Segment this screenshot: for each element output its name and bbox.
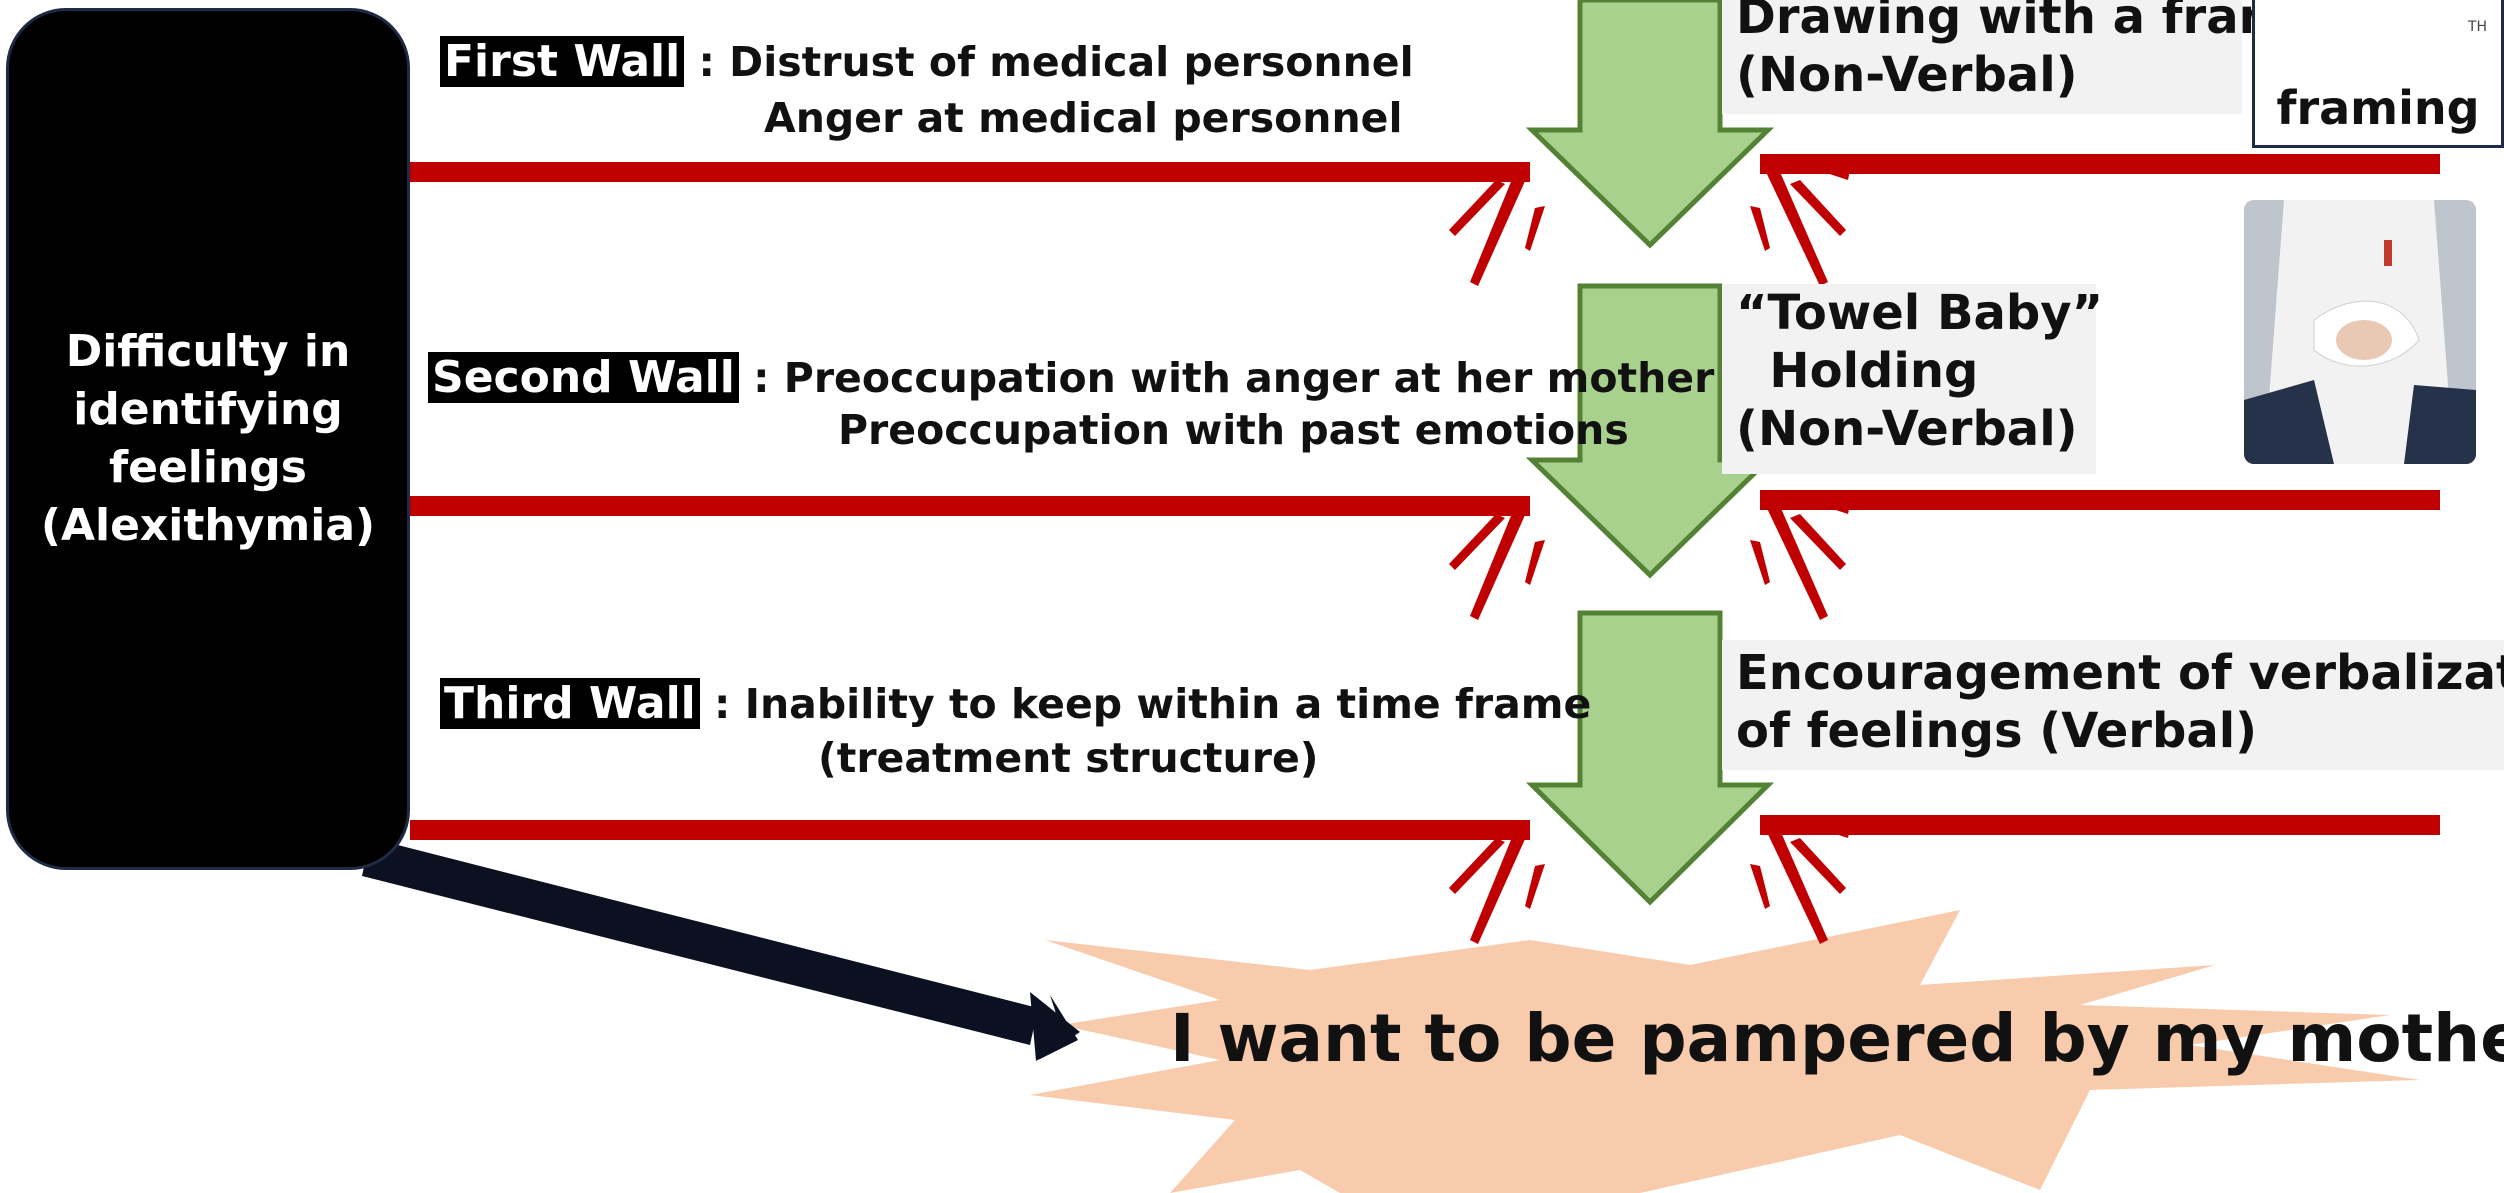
second-wall-separator: : bbox=[738, 354, 784, 402]
second-intervention-arrow bbox=[1525, 283, 1775, 579]
crack-mark bbox=[1448, 500, 1492, 514]
crack-mark bbox=[1790, 180, 1846, 236]
second-wall-obstacle-2: Preoccupation with past emotions bbox=[838, 406, 1629, 454]
crack-mark bbox=[1448, 824, 1492, 838]
crack-mark bbox=[1790, 838, 1846, 894]
first-wall-separator: : bbox=[684, 38, 730, 86]
first-wall-title-row: First Wall : Distrust of medical personn… bbox=[440, 36, 1414, 88]
framing-initials: TH bbox=[2467, 19, 2487, 35]
third-intervention-line: Encouragement of verbalization bbox=[1736, 645, 2504, 701]
outcome-burst bbox=[1030, 910, 2420, 1193]
alexithymia-line: (Alexithymia) bbox=[40, 500, 376, 551]
third-wall-obstacle-2: (treatment structure) bbox=[818, 734, 1319, 782]
crack-mark bbox=[1525, 206, 1545, 251]
crack-mark bbox=[1525, 864, 1545, 909]
alexithymia-to-outcome-arrow bbox=[362, 838, 1080, 1061]
second-wall-right-line bbox=[1760, 490, 2440, 510]
framing-image-box: TH framing bbox=[2252, 0, 2504, 148]
crack-mark bbox=[1449, 838, 1505, 894]
third-intervention-box: Encouragement of verbalization of feelin… bbox=[1722, 640, 2504, 770]
crack-mark bbox=[1449, 514, 1505, 570]
crack-mark bbox=[1525, 540, 1545, 585]
crack-mark bbox=[1750, 540, 1770, 585]
towel-baby-photo bbox=[2244, 200, 2476, 464]
crack-mark bbox=[1805, 824, 1850, 838]
crack-mark bbox=[1750, 864, 1770, 909]
third-intervention-arrow bbox=[1525, 610, 1775, 906]
alexithymia-line: Difficulty in bbox=[65, 326, 351, 377]
crack-mark bbox=[1470, 828, 1530, 944]
crack-mark bbox=[1765, 170, 1828, 286]
crack-mark bbox=[1805, 500, 1850, 514]
intervention-arrows bbox=[1525, 0, 1775, 906]
wall-lines bbox=[410, 154, 2440, 840]
first-wall-obstacle-1: Distrust of medical personnel bbox=[729, 38, 1414, 86]
first-wall-right-line bbox=[1760, 154, 2440, 174]
first-intervention-box: Drawing with a frame (Non-Verbal) bbox=[1722, 0, 2322, 114]
crack-mark bbox=[1765, 828, 1828, 944]
first-intervention-line: (Non-Verbal) bbox=[1736, 47, 2078, 103]
first-intervention-arrow bbox=[1525, 0, 1775, 249]
alexithymia-line: feelings bbox=[108, 442, 307, 493]
first-wall-obstacle-2: Anger at medical personnel bbox=[764, 94, 1403, 142]
third-wall-right-line bbox=[1760, 815, 2440, 835]
wall-crack-marks bbox=[1448, 166, 1850, 944]
crack-mark bbox=[1470, 170, 1530, 286]
alexithymia-box: Difficulty in identifying feelings (Alex… bbox=[6, 8, 410, 870]
third-wall-tag: Third Wall bbox=[440, 678, 700, 729]
second-wall-obstacle-1: Preoccupation with anger at her mother bbox=[783, 354, 1715, 402]
first-wall-left-line bbox=[410, 162, 1530, 182]
outcome-text: I want to be pampered by my mother. bbox=[1170, 1000, 2504, 1077]
third-wall-title-row: Third Wall : Inability to keep within a … bbox=[440, 678, 1591, 730]
third-wall-left-line bbox=[410, 820, 1530, 840]
second-intervention-line: (Non-Verbal) bbox=[1736, 401, 2078, 457]
alexithymia-text: Difficulty in identifying feelings (Alex… bbox=[41, 323, 375, 555]
third-wall-obstacle-1: Inability to keep within a time frame bbox=[744, 680, 1592, 728]
crack-mark bbox=[1470, 504, 1530, 620]
second-wall-title-row: Second Wall : Preoccupation with anger a… bbox=[428, 352, 1714, 404]
second-wall-left-line bbox=[410, 496, 1530, 516]
second-intervention-line: “Towel Baby” bbox=[1736, 285, 2104, 341]
alexithymia-line: identifying bbox=[73, 384, 343, 435]
crack-mark bbox=[1750, 206, 1770, 251]
framing-label: framing bbox=[2276, 81, 2480, 135]
second-intervention-box: “Towel Baby” Holding (Non-Verbal) bbox=[1722, 284, 2104, 474]
crack-mark bbox=[1765, 504, 1828, 620]
towel-baby-photo-figure bbox=[2244, 200, 2476, 464]
crack-mark bbox=[1449, 180, 1505, 236]
third-wall-separator: : bbox=[699, 680, 745, 728]
crack-mark bbox=[1805, 166, 1850, 180]
third-intervention-line: of feelings (Verbal) bbox=[1736, 703, 2258, 759]
crack-mark bbox=[1448, 166, 1492, 180]
crack-mark bbox=[1790, 514, 1846, 570]
second-intervention-line: Holding bbox=[1736, 343, 1979, 399]
first-intervention-line: Drawing with a frame bbox=[1736, 0, 2322, 45]
second-wall-tag: Second Wall bbox=[428, 352, 739, 403]
first-wall-tag: First Wall bbox=[440, 36, 685, 87]
